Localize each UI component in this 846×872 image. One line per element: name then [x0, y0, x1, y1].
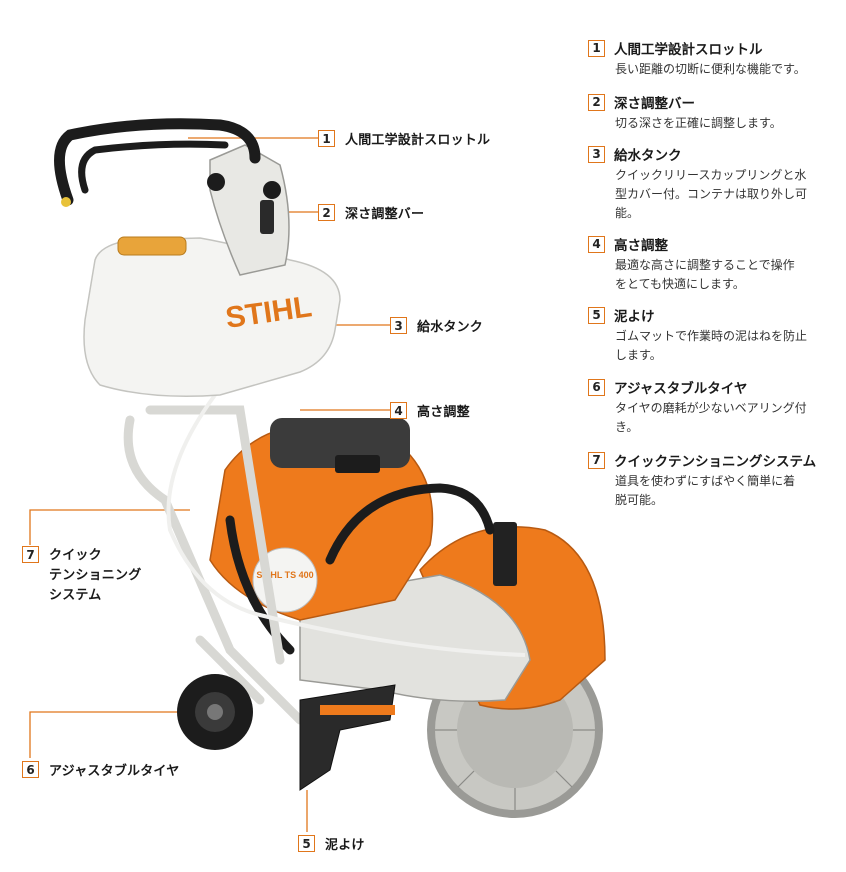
callout-2: 2 深さ調整バー — [318, 203, 424, 222]
feature-title: クイックテンショニングシステム — [614, 454, 817, 470]
feature-number: 6 — [588, 378, 605, 396]
callout-3: 3 給水タンク — [390, 316, 483, 335]
callout-label: 高さ調整 — [417, 405, 470, 420]
water-tank: STIHL — [83, 236, 341, 397]
callout-number: 6 — [22, 761, 39, 778]
feature-title: 深さ調整バー — [614, 96, 695, 112]
callout-label: 人間工学設計スロットル — [345, 133, 491, 148]
mud-flap — [299, 684, 396, 791]
feature-description: ゴムマットで作業時の泥はねを防止 します。 — [615, 329, 808, 362]
feature-number: 7 — [588, 451, 605, 469]
callout-4: 4 高さ調整 — [390, 401, 470, 420]
callout-number: 3 — [390, 317, 407, 334]
feature-4: 4 高さ調整 最適な高さに調整することで操作 をとても快適にします。 — [588, 234, 846, 294]
feature-description: 切る深さを正確に調整します。 — [615, 116, 782, 130]
feature-description: 道具を使わずにすばやく簡単に着 脱可能。 — [615, 474, 796, 507]
feature-1: 1 人間工学設計スロットル 長い距離の切断に便利な機能です。 — [588, 38, 846, 79]
feature-title: 泥よけ — [614, 309, 655, 325]
model-badge-text: STIHL TS 400 — [256, 570, 313, 580]
ergonomic-throttle-handle — [54, 118, 261, 206]
callout-number: 2 — [318, 204, 335, 221]
feature-number: 5 — [588, 306, 605, 324]
feature-description: 長い距離の切断に便利な機能です。 — [615, 62, 806, 76]
feature-2: 2 深さ調整バー 切る深さを正確に調整します。 — [588, 92, 846, 133]
feature-number: 4 — [588, 235, 605, 253]
callout-7: 7 クイック テンショニング システム — [22, 546, 141, 606]
feature-number: 3 — [588, 145, 605, 163]
callout-label: 深さ調整バー — [345, 207, 425, 222]
callout-5: 5 泥よけ — [298, 834, 365, 853]
feature-5: 5 泥よけ ゴムマットで作業時の泥はねを防止 します。 — [588, 305, 846, 365]
feature-title: 高さ調整 — [614, 238, 668, 254]
callout-6: 6 アジャスタブルタイヤ — [22, 760, 179, 779]
callout-number: 5 — [298, 835, 315, 852]
feature-description: タイヤの磨耗が少ないベアリング付 き。 — [615, 401, 807, 434]
feature-title: 人間工学設計スロットル — [614, 42, 763, 58]
callout-number: 1 — [318, 130, 335, 147]
feature-3: 3 給水タンク クイックリリースカップリングと水 型カバー付。コンテナは取り外し可… — [588, 144, 846, 223]
feature-number: 2 — [588, 93, 605, 111]
callout-label: アジャスタブルタイヤ — [49, 764, 180, 779]
callout-1: 1 人間工学設計スロットル — [318, 129, 490, 148]
callout-label: クイック テンショニング システム — [49, 548, 142, 603]
callout-label: 給水タンク — [417, 320, 484, 335]
feature-description: クイックリリースカップリングと水 型カバー付。コンテナは取り外し可 能。 — [615, 168, 808, 220]
feature-7: 7 クイックテンショニングシステム 道具を使わずにすばやく簡単に着 脱可能。 — [588, 450, 846, 510]
feature-title: 給水タンク — [614, 148, 682, 164]
feature-number: 1 — [588, 39, 605, 57]
feature-title: アジャスタブルタイヤ — [614, 381, 748, 397]
callout-number: 7 — [22, 546, 39, 563]
callout-label: 泥よけ — [325, 838, 365, 853]
feature-description: 最適な高さに調整することで操作 をとても快適にします。 — [615, 258, 795, 291]
adjustable-wheel — [177, 674, 253, 750]
feature-6: 6 アジャスタブルタイヤ タイヤの磨耗が少ないベアリング付 き。 — [588, 377, 846, 437]
callout-number: 4 — [390, 402, 407, 419]
